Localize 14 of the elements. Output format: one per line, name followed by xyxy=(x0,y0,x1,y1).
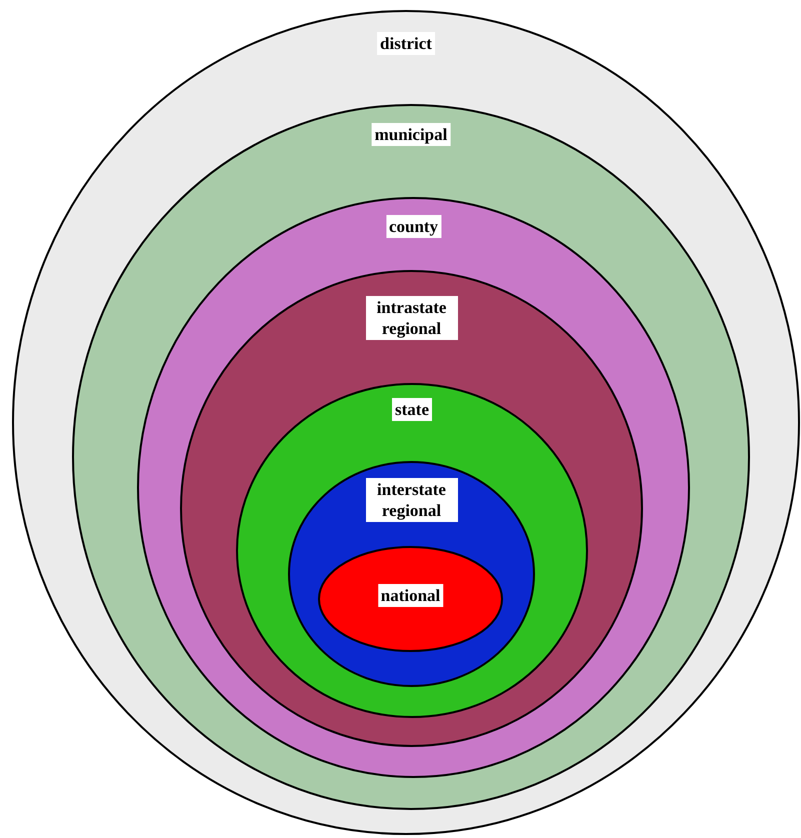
region-label: national xyxy=(378,584,444,607)
region-label: state xyxy=(392,398,432,421)
nested-ellipse-region xyxy=(180,270,643,747)
nested-ellipse-region xyxy=(72,104,750,810)
region-label: intrastate regional xyxy=(366,296,458,340)
nested-ellipse-region xyxy=(288,461,535,687)
region-label: interstate regional xyxy=(366,478,458,522)
nested-ellipse-region xyxy=(137,197,690,778)
nested-ellipse-region xyxy=(318,546,503,652)
region-label: municipal xyxy=(372,123,450,146)
region-label: district xyxy=(377,32,435,55)
nested-ellipse-region xyxy=(236,383,588,718)
nested-ellipse-region xyxy=(12,10,800,835)
region-label: county xyxy=(386,215,442,238)
